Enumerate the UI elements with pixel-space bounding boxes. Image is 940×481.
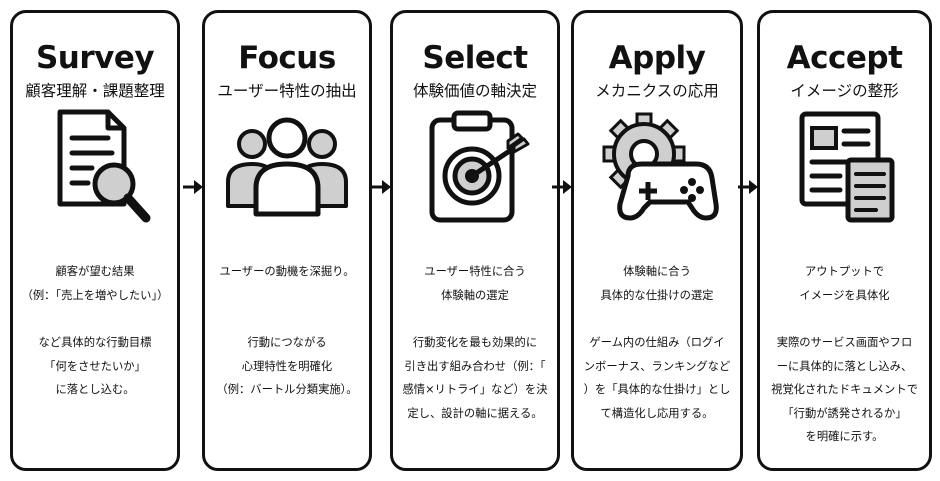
stage-summary: 顧客が望む結果 （例：「売上を増やしたい」） [21,265,169,302]
stage-title: Focus [238,40,336,76]
stage-subtitle: メカニクスの応用 [595,82,719,100]
stage-description: 行動につながる 心理特性を明確化 （例：バートル分類実施）。 [216,336,358,396]
layout-documents-icon [799,111,894,223]
stage-summary: ユーザー特性に合う 体験軸の選定 [424,265,526,302]
right-arrow-icon [738,180,758,194]
right-arrow-icon [371,180,391,194]
stage-card-select: Select 体験価値の軸決定 ユーザー特性に合う 体験軸の選定 行動変化を最も… [390,10,560,471]
stage-subtitle: イメージの整形 [790,82,899,100]
gear-gamepad-icon [602,112,719,221]
stage-summary: 体験軸に合う 具体的な仕掛けの選定 [600,265,714,302]
stage-summary: ユーザーの動機を深掘り。 [219,265,355,278]
stage-card-focus: Focus ユーザー特性の抽出 ユーザーの動機を深掘り。 行動につながる 心理特… [202,10,372,471]
right-arrow-icon [552,180,572,194]
stage-card-accept: Accept イメージの整形 アウトプットで イメージを具体化 実際のサービス画… [757,10,932,471]
stage-subtitle: 体験価値の軸決定 [412,82,537,100]
stage-summary: アウトプットで イメージを具体化 [799,265,890,302]
stage-title: Accept [786,40,903,76]
user-group-icon [226,117,348,217]
stage-subtitle: 顧客理解・課題整理 [25,82,165,100]
stage-description: など具体的な行動目標 「何をさせたいか」 に落とし込む。 [38,336,152,396]
stage-card-apply: Apply メカニクスの応用 体験軸に合う 具体的な仕掛けの選定 ゲーム内の仕組… [571,10,743,471]
stage-card-survey: Survey 顧客理解・課題整理 顧客が望む結果 （例：「売上を増やしたい」） … [10,10,180,471]
clipboard-target-icon [429,110,530,223]
stage-title: Apply [608,40,706,76]
right-arrow-icon [183,180,203,194]
stage-title: Select [422,40,528,76]
stage-description: 行動変化を最も効果的に 引き出す組み合わせ（例：「 感情×リトライ」など）を決 … [402,336,548,420]
document-magnifier-icon [57,109,151,223]
stage-title: Survey [35,40,155,76]
stage-subtitle: ユーザー特性の抽出 [217,82,357,100]
stage-description: ゲーム内の仕組み（ログイ ンボーナス、ランキングなど ）を「具体的な仕掛け」とし… [583,336,731,420]
stage-description: 実際のサービス画面やフロ ーに具体的に落とし込み、 視覚化されたドキュメントで … [771,336,918,443]
